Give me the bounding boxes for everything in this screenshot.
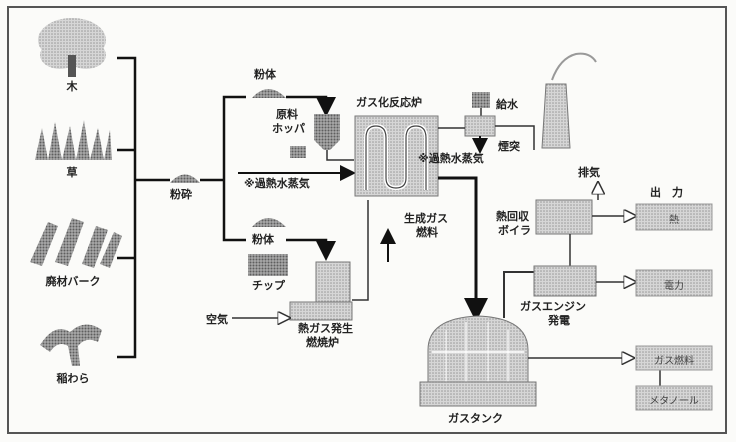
- output-power-box: [635, 269, 713, 297]
- label-output-header: 出 力: [650, 186, 683, 199]
- product-gas-line: [438, 176, 488, 322]
- label-furnace-2: 燃焼炉: [306, 336, 339, 349]
- label-gas-tank: ガスタンク: [448, 412, 503, 425]
- heat-recovery-boiler-shape: [535, 199, 593, 235]
- label-furnace-1: 熱ガス発生: [298, 322, 353, 335]
- output-heat-box: [635, 203, 713, 231]
- label-output-gas-fuel: ガス燃料: [654, 356, 694, 367]
- powder-to-hopper-arrow: [286, 95, 336, 117]
- label-air: 空気: [206, 313, 228, 326]
- split-bracket: [222, 95, 246, 242]
- label-hopper-2: ホッパ: [272, 122, 305, 135]
- label-output-power: 電力: [664, 281, 684, 292]
- output-methanol-box: [635, 385, 713, 411]
- powder-pile-bottom: [252, 218, 286, 227]
- steam-generator: [464, 115, 496, 137]
- label-wood: 木: [66, 80, 78, 93]
- label-output-heat: 熱: [669, 215, 679, 226]
- label-exhaust: 排気: [578, 166, 600, 179]
- label-grass: 草: [66, 166, 78, 179]
- crushed-pile: [170, 174, 200, 183]
- label-hopper-1: 原料: [276, 108, 298, 121]
- tank-to-engine-line: [503, 271, 534, 318]
- label-product-gas-2: 燃料: [416, 226, 438, 239]
- label-engine-1: ガスエンジン: [520, 300, 586, 313]
- sources-bracket: [117, 56, 224, 359]
- chips-pile: [248, 254, 288, 276]
- label-chips: チップ: [252, 279, 285, 292]
- powder-to-chip-arrow: [286, 238, 336, 261]
- label-boiler-1: 熱回収: [496, 210, 529, 223]
- powder-pile-top: [252, 89, 286, 98]
- label-bark: 廃材バーク: [45, 275, 101, 288]
- label-engine-2: 発電: [548, 314, 570, 327]
- diagram-frame: [7, 6, 727, 434]
- gasification-reactor: [354, 115, 439, 197]
- label-reactor: ガス化反応炉: [356, 96, 422, 109]
- label-chimney: 煙突: [498, 140, 520, 153]
- grass-illustration: [35, 120, 112, 160]
- gas-tank-shape: [419, 315, 537, 407]
- heat-gas-furnace-upper: [315, 261, 351, 307]
- label-steam-left: ※過熱水蒸気: [244, 177, 310, 190]
- rice-straw-illustration: [40, 324, 102, 366]
- hopper-shape: [314, 114, 340, 150]
- label-product-gas-1: 生成ガス: [404, 212, 448, 225]
- label-boiler-2: ボイラ: [498, 224, 531, 237]
- output-gas-fuel-box: [635, 345, 713, 371]
- gas-engine-shape: [533, 265, 597, 297]
- hot-gas-riser: [352, 200, 369, 301]
- label-straw: 稲わら: [56, 372, 90, 385]
- label-steam-right: ※過熱水蒸気: [418, 152, 484, 165]
- hopper-feeder: [290, 146, 306, 158]
- chimney-shape: [541, 83, 571, 149]
- tree-illustration: [38, 18, 106, 77]
- label-water: 給水: [496, 98, 518, 111]
- bark-illustration: [30, 218, 122, 268]
- water-tank: [472, 92, 490, 108]
- label-powder-bottom: 粉体: [252, 233, 274, 246]
- heat-gas-furnace-body: [289, 301, 353, 321]
- label-powder-top: 粉体: [254, 68, 276, 81]
- label-crushing: 粉砕: [170, 188, 192, 201]
- label-output-methanol: メタノール: [649, 396, 699, 407]
- chimney-smoke: [551, 52, 597, 81]
